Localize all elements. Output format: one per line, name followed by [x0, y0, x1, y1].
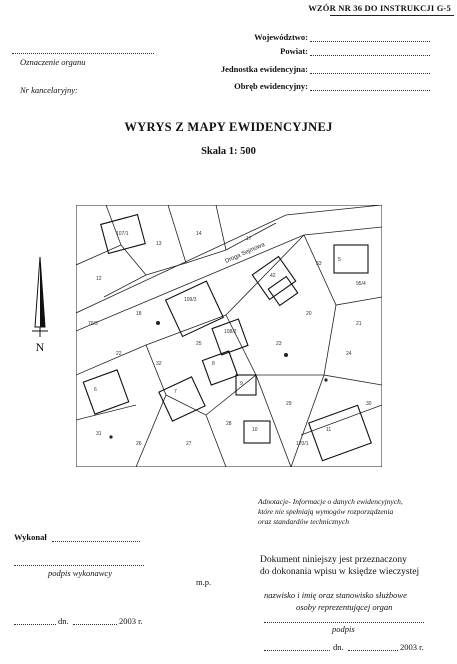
organ-dotted-line — [12, 45, 154, 54]
map-parcel-label: 29 — [286, 401, 292, 407]
field-powiat-line — [310, 47, 430, 56]
north-arrow-icon: N — [32, 256, 48, 354]
map-parcel-label: 26 — [136, 441, 142, 447]
annotation-line-3: oraz standardów technicznych — [258, 517, 349, 526]
field-powiat: Powiat: — [280, 46, 308, 56]
map-parcel-label: 21 — [356, 321, 362, 327]
field-obreb: Obręb ewidencyjny: — [234, 81, 308, 91]
map-parcel-label: 42 — [270, 273, 276, 279]
map-parcel-label: 18 — [136, 311, 142, 317]
document-scale: Skala 1: 500 — [201, 146, 256, 157]
date-right-day: dn. — [333, 642, 344, 652]
map-parcel-label: 7 — [174, 389, 177, 395]
stamp-label: m.p. — [196, 577, 212, 587]
annotation-line-1: Adnotacje- Informacje o danych ewidencyj… — [258, 497, 403, 506]
map-parcel-label: 12 — [96, 276, 102, 282]
map-parcel-label: 70/3 — [88, 321, 98, 327]
map-parcel-label: 32 — [156, 361, 162, 367]
map-parcel-label: 25 — [196, 341, 202, 347]
map-parcel-label: 6 — [94, 387, 97, 393]
signature-right-name-2: osoby reprezentującej organ — [296, 602, 393, 612]
date-left-month-line — [73, 616, 117, 625]
map-parcel-label: 95/4 — [356, 281, 366, 287]
map-parcel-label: 109/3 — [184, 297, 197, 303]
map-parcel-label: 14 — [196, 231, 202, 237]
date-left-day: dn. — [58, 616, 69, 626]
map-parcel-label: 33 — [316, 261, 322, 267]
map-parcel-label: 27 — [186, 441, 192, 447]
map-parcel-label: 24 — [346, 351, 352, 357]
signature-left-label: podpis wykonawcy — [48, 568, 112, 578]
signature-right-line — [264, 614, 424, 623]
executed-line — [52, 533, 140, 542]
document-title: WYRYS Z MAPY EWIDENCYJNEJ — [124, 120, 333, 134]
field-jednostka-line — [310, 65, 430, 74]
map-parcel-label: 28 — [226, 421, 232, 427]
date-right-month-line — [348, 642, 398, 651]
header-rule — [330, 15, 454, 16]
date-left-year: 2003 r. — [119, 616, 143, 626]
map-parcel-label: 8 — [212, 361, 215, 367]
map-parcel-label: 22 — [116, 351, 122, 357]
map-parcel-label: 108/2 — [224, 329, 237, 335]
map-parcel-label: 10 — [252, 427, 258, 433]
date-right-year: 2003 r. — [400, 642, 424, 652]
map-parcel-label: 13 — [156, 241, 162, 247]
chancery-label: Nr kancelaryjny: — [20, 85, 78, 95]
annotation-line-2: które nie spełniają wymogów rozporządzen… — [258, 507, 394, 516]
date-left-day-line — [14, 616, 56, 625]
signature-right-label: podpis — [332, 624, 355, 634]
signature-right-name-1: nazwisko i imię oraz stanowisko służbowe — [264, 590, 407, 600]
map-parcel-label: 107/1 — [116, 231, 129, 237]
purpose-line-1: Dokument niniejszy jest przeznaczony — [260, 555, 407, 565]
north-label: N — [36, 340, 45, 354]
signature-left-line — [14, 557, 144, 566]
field-wojewodztwo: Województwo: — [254, 32, 308, 42]
map-parcel-label: 17 — [246, 236, 252, 242]
map-parcel-label: 31 — [96, 431, 102, 437]
field-obreb-line — [310, 82, 430, 91]
form-id: WZÓR NR 36 DO INSTRUKCJI G-5 — [308, 3, 451, 13]
organ-label: Oznaczenie organu — [20, 57, 86, 67]
purpose-line-2: do dokonania wpisu w księdze wieczystej — [260, 567, 420, 577]
date-right-day-line — [264, 642, 330, 651]
map-parcel-label: 30 — [366, 401, 372, 407]
field-wojewodztwo-line — [310, 33, 430, 42]
executed-label: Wykonał — [14, 532, 47, 542]
map-parcel-label: 11 — [326, 427, 331, 433]
map-parcel-label: 170/1 — [296, 441, 309, 447]
field-jednostka: Jednostka ewidencyjna: — [220, 64, 308, 74]
map-parcel-label: 23 — [276, 341, 282, 347]
map-parcel-label: 5 — [338, 257, 341, 263]
map-parcel-label: 20 — [306, 311, 312, 317]
map-parcel-label: 9 — [240, 381, 243, 387]
